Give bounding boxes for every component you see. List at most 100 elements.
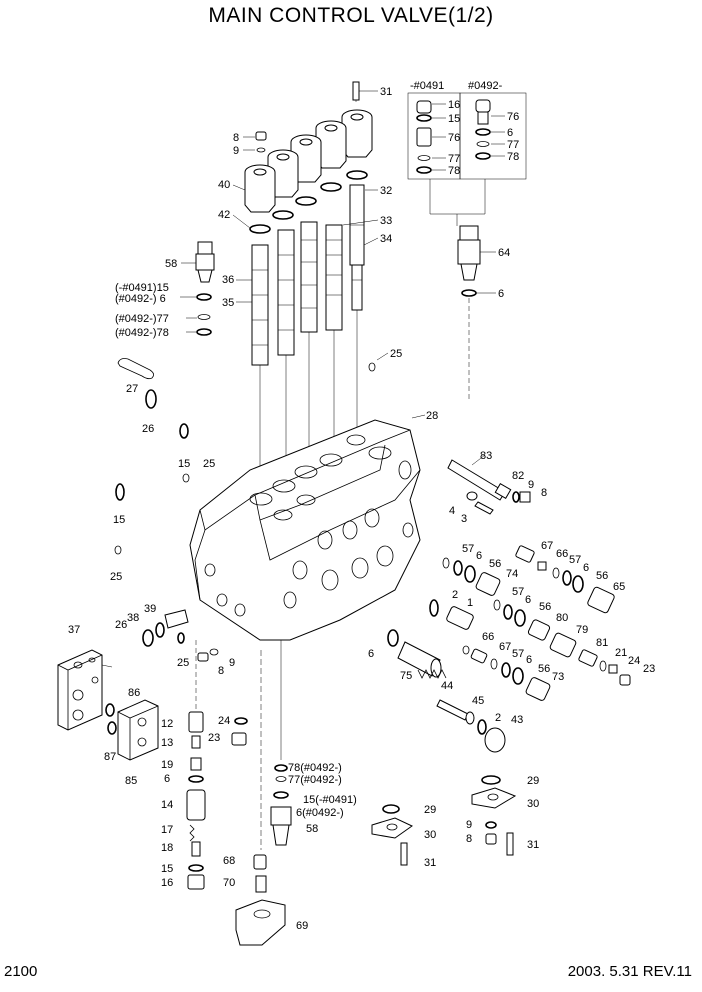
label-82: 82 (512, 470, 524, 482)
label-38: 38 (127, 612, 139, 624)
label-69: 69 (296, 920, 308, 932)
label-66-a: 66 (556, 548, 568, 560)
page-title: MAIN CONTROL VALVE(1/2) (208, 4, 494, 27)
label-15-mid: 15 (178, 458, 190, 470)
label-9-low: 9 (229, 657, 235, 669)
label-26-left: 26 (115, 619, 127, 631)
label-8-low: 8 (218, 665, 224, 677)
label-57-b: 57 (569, 554, 581, 566)
label-77-low: 77(#0492-) (288, 774, 342, 786)
label-58-top: 58 (165, 258, 177, 270)
leader-lines (180, 90, 505, 466)
label-31-a: 31 (424, 857, 436, 869)
label-29-a: 29 (424, 804, 436, 816)
label-77-variant: (#0492-)77 (115, 313, 169, 325)
label-74: 74 (506, 568, 518, 580)
label-67-b: 67 (499, 641, 511, 653)
right-valve-stack (387, 545, 631, 753)
label-4: 4 (449, 505, 455, 517)
label-6-right: 6 (498, 288, 504, 300)
label-76-box-a: 76 (448, 132, 460, 144)
page-number: 2100 (4, 963, 38, 980)
bottom-covers (371, 775, 517, 866)
relief-valve-64 (457, 225, 481, 400)
label-65: 65 (613, 581, 625, 593)
label-6-low: 6 (164, 773, 170, 785)
label-2-a: 2 (452, 589, 458, 601)
label-78-low: 78(#0492-) (288, 762, 342, 774)
label-87: 87 (104, 751, 116, 763)
label-57-c: 57 (512, 586, 524, 598)
label-6-low-variant: 6(#0492-) (296, 807, 344, 819)
relief-valve-58 (195, 241, 215, 336)
label-77-box-b: 77 (507, 139, 519, 151)
label-18: 18 (161, 842, 173, 854)
label-78-box-a: 78 (448, 165, 460, 177)
label-25-mid: 25 (203, 458, 215, 470)
label-6-d: 6 (526, 654, 532, 666)
label-8-right: 8 (541, 487, 547, 499)
label-44: 44 (441, 680, 453, 692)
label-75: 75 (400, 670, 412, 682)
label-43: 43 (511, 714, 523, 726)
left-block-37 (57, 649, 113, 731)
label-45: 45 (472, 695, 484, 707)
label-56-c: 56 (539, 601, 551, 613)
label-6-box-b: 6 (507, 127, 513, 139)
label-57-a: 57 (462, 543, 474, 555)
label-14: 14 (161, 799, 173, 811)
label-64: 64 (498, 247, 510, 259)
label-12: 12 (161, 718, 173, 730)
label-2-b: 2 (495, 712, 501, 724)
label-83: 83 (480, 450, 492, 462)
label-24-low: 24 (218, 715, 230, 727)
label-21: 21 (615, 647, 627, 659)
label-3: 3 (461, 513, 467, 525)
label-9-bottom: 9 (466, 819, 472, 831)
label-79: 79 (576, 624, 588, 636)
mid-lower-stack (231, 640, 292, 946)
label-33: 33 (380, 215, 392, 227)
label-25-low: 25 (177, 657, 189, 669)
label-15-variant: (-#0491)15 (115, 282, 169, 294)
left-lower-stack (186, 640, 206, 890)
label-66-b: 66 (482, 631, 494, 643)
label-6-mid: 6 (368, 648, 374, 660)
label-8-bottom: 8 (466, 833, 472, 845)
label-16-low: 16 (161, 877, 173, 889)
label-56-d: 56 (538, 663, 550, 675)
left-plugs (142, 609, 219, 662)
label-70: 70 (223, 877, 235, 889)
label-39: 39 (144, 603, 156, 615)
label-57-d: 57 (512, 648, 524, 660)
label-78-variant: (#0492-)78 (115, 327, 169, 339)
pilot-covers (244, 81, 373, 234)
oring-26 (145, 389, 157, 409)
label-1: 1 (467, 597, 473, 609)
label-35: 35 (222, 297, 234, 309)
label-31-b: 31 (527, 839, 539, 851)
label-85: 85 (125, 775, 137, 787)
label-37: 37 (68, 624, 80, 636)
part-labels: 31 16 15 76 77 78 76 6 77 78 8 9 40 42 3… (68, 86, 655, 932)
label-28: 28 (426, 410, 438, 422)
label-73: 73 (552, 671, 564, 683)
label-29-b: 29 (527, 775, 539, 787)
label-78-box-b: 78 (507, 151, 519, 163)
label-23-low: 23 (208, 732, 220, 744)
label-9-top: 9 (233, 145, 239, 157)
label-15-low-variant: 15(-#0491) (303, 794, 357, 806)
label-76-box-b: 76 (507, 111, 519, 123)
variant-box-0491: -#0491 (407, 80, 461, 180)
label-27: 27 (126, 383, 138, 395)
label-6-variant: (#0492-) 6 (115, 293, 166, 305)
label-19: 19 (161, 759, 173, 771)
valve-body (189, 419, 421, 641)
block-85 (105, 699, 159, 761)
label-80: 80 (556, 612, 568, 624)
label-13: 13 (161, 737, 173, 749)
label-15-low: 15 (161, 863, 173, 875)
label-77-box-a: 77 (448, 153, 460, 165)
variant-header-0492: #0492- (468, 80, 503, 92)
label-30-a: 30 (424, 829, 436, 841)
